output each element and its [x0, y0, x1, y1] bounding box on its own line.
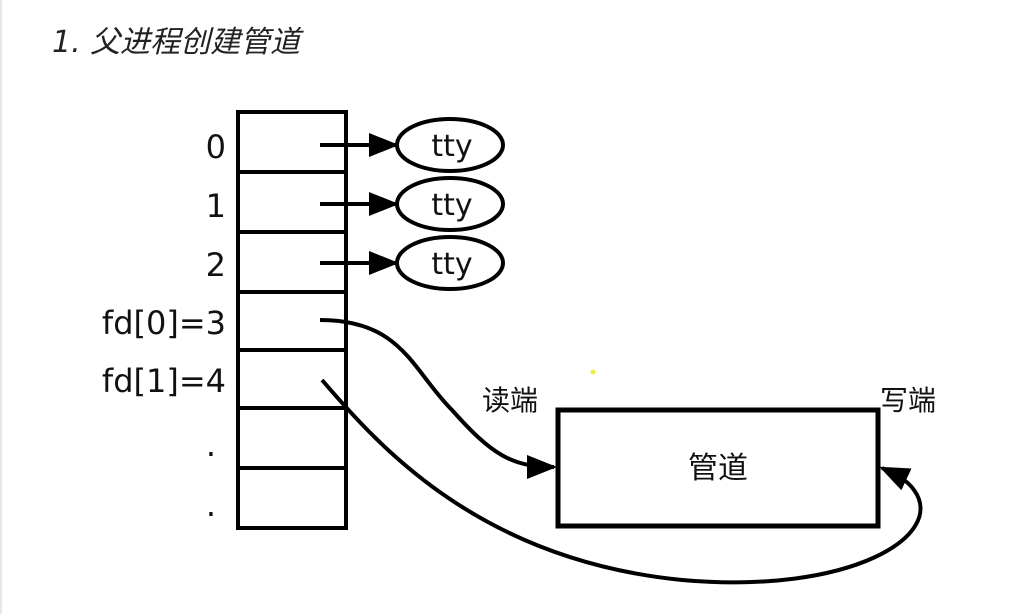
fd-label: .	[206, 486, 216, 524]
tty-node	[395, 235, 505, 291]
fd-label: .	[206, 426, 216, 464]
pipe-label: 管道	[688, 451, 748, 486]
fd-label: 1	[206, 187, 226, 225]
tty-node	[395, 117, 505, 173]
fd-label: fd[1]=4	[102, 362, 226, 400]
arrow-fd3-read-end	[319, 318, 557, 479]
pipe-box	[555, 407, 881, 529]
fd-label: fd[0]=3	[102, 304, 226, 342]
write-end-label: 写端	[880, 384, 936, 417]
tty-label: tty	[431, 188, 472, 223]
fd-label: 2	[206, 246, 226, 284]
fd-label: 0	[206, 128, 226, 166]
tty-label: tty	[431, 247, 472, 282]
diagram-title: 1. 父进程创建管道	[52, 25, 304, 60]
fd-table	[236, 110, 348, 530]
cursor-dot	[590, 369, 596, 375]
tty-label: tty	[431, 129, 472, 164]
arrow-fd4-write-end	[320, 378, 923, 585]
tty-node	[395, 176, 505, 232]
fd-table-border	[236, 110, 348, 530]
read-end-label: 读端	[482, 384, 538, 417]
